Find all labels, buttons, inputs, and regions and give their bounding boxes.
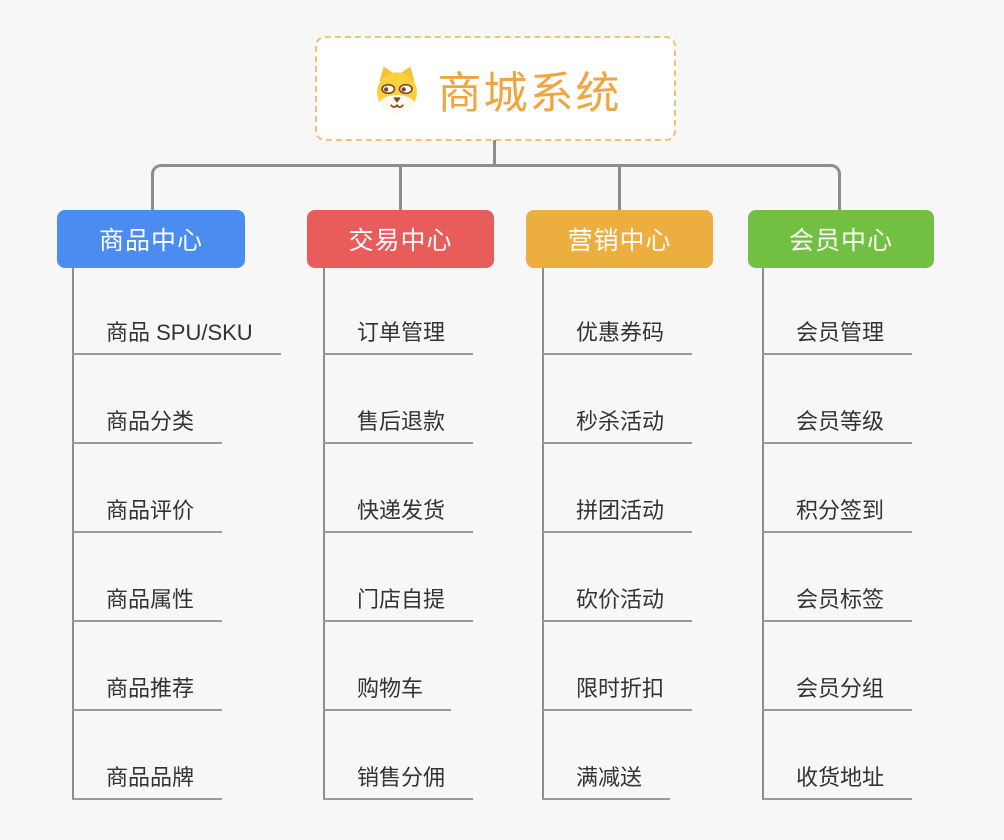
connector-root-stem [493,140,496,167]
connector-drop-marketing [618,164,621,210]
branch-column-member: 会员管理 会员等级 积分签到 会员标签 会员分组 收货地址 [762,268,1002,800]
leaf-item[interactable]: 限时折扣 [542,675,693,711]
leaf-item[interactable]: 会员等级 [762,408,913,444]
branch-node-marketing-center[interactable]: 营销中心 [526,210,713,268]
branch-node-member-center[interactable]: 会员中心 [748,210,934,268]
connector-drop-trade [399,164,402,210]
leaf-item[interactable]: 积分签到 [762,497,913,533]
leaf-item[interactable]: 优惠券码 [542,319,693,355]
leaf-item[interactable]: 会员管理 [762,319,913,355]
leaf-item[interactable]: 商品 SPU/SKU [72,319,281,355]
leaf-item[interactable]: 购物车 [323,675,452,711]
leaf-item[interactable]: 砍价活动 [542,586,693,622]
leaf-item[interactable]: 商品品牌 [72,764,223,800]
branch-column-marketing: 优惠券码 秒杀活动 拼团活动 砍价活动 限时折扣 满减送 [542,268,782,800]
branch-node-product-center[interactable]: 商品中心 [57,210,245,268]
connector-elbow-right [494,164,841,210]
leaf-item[interactable]: 秒杀活动 [542,408,693,444]
leaf-item[interactable]: 收货地址 [762,764,913,800]
leaf-item[interactable]: 商品属性 [72,586,223,622]
leaf-item[interactable]: 快递发货 [323,497,474,533]
leaf-item[interactable]: 会员标签 [762,586,913,622]
branch-column-trade: 订单管理 售后退款 快递发货 门店自提 购物车 销售分佣 [323,268,563,800]
leaf-item[interactable]: 商品评价 [72,497,223,533]
leaf-item[interactable]: 拼团活动 [542,497,693,533]
leaf-item[interactable]: 商品分类 [72,408,223,444]
leaf-item[interactable]: 销售分佣 [323,764,474,800]
leaf-item[interactable]: 门店自提 [323,586,474,622]
leaf-item[interactable]: 商品推荐 [72,675,223,711]
connector-elbow-left [151,164,494,210]
root-title: 商城系统 [437,68,622,118]
leaf-item[interactable]: 会员分组 [762,675,913,711]
branch-column-product: 商品 SPU/SKU 商品分类 商品评价 商品属性 商品推荐 商品品牌 [72,268,312,800]
leaf-item[interactable]: 售后退款 [323,408,474,444]
leaf-item[interactable]: 订单管理 [323,319,474,355]
root-node[interactable]: 商城系统 [315,36,676,141]
leaf-item[interactable]: 满减送 [542,764,671,800]
dog-face-icon [370,64,424,114]
branch-node-trade-center[interactable]: 交易中心 [307,210,494,268]
